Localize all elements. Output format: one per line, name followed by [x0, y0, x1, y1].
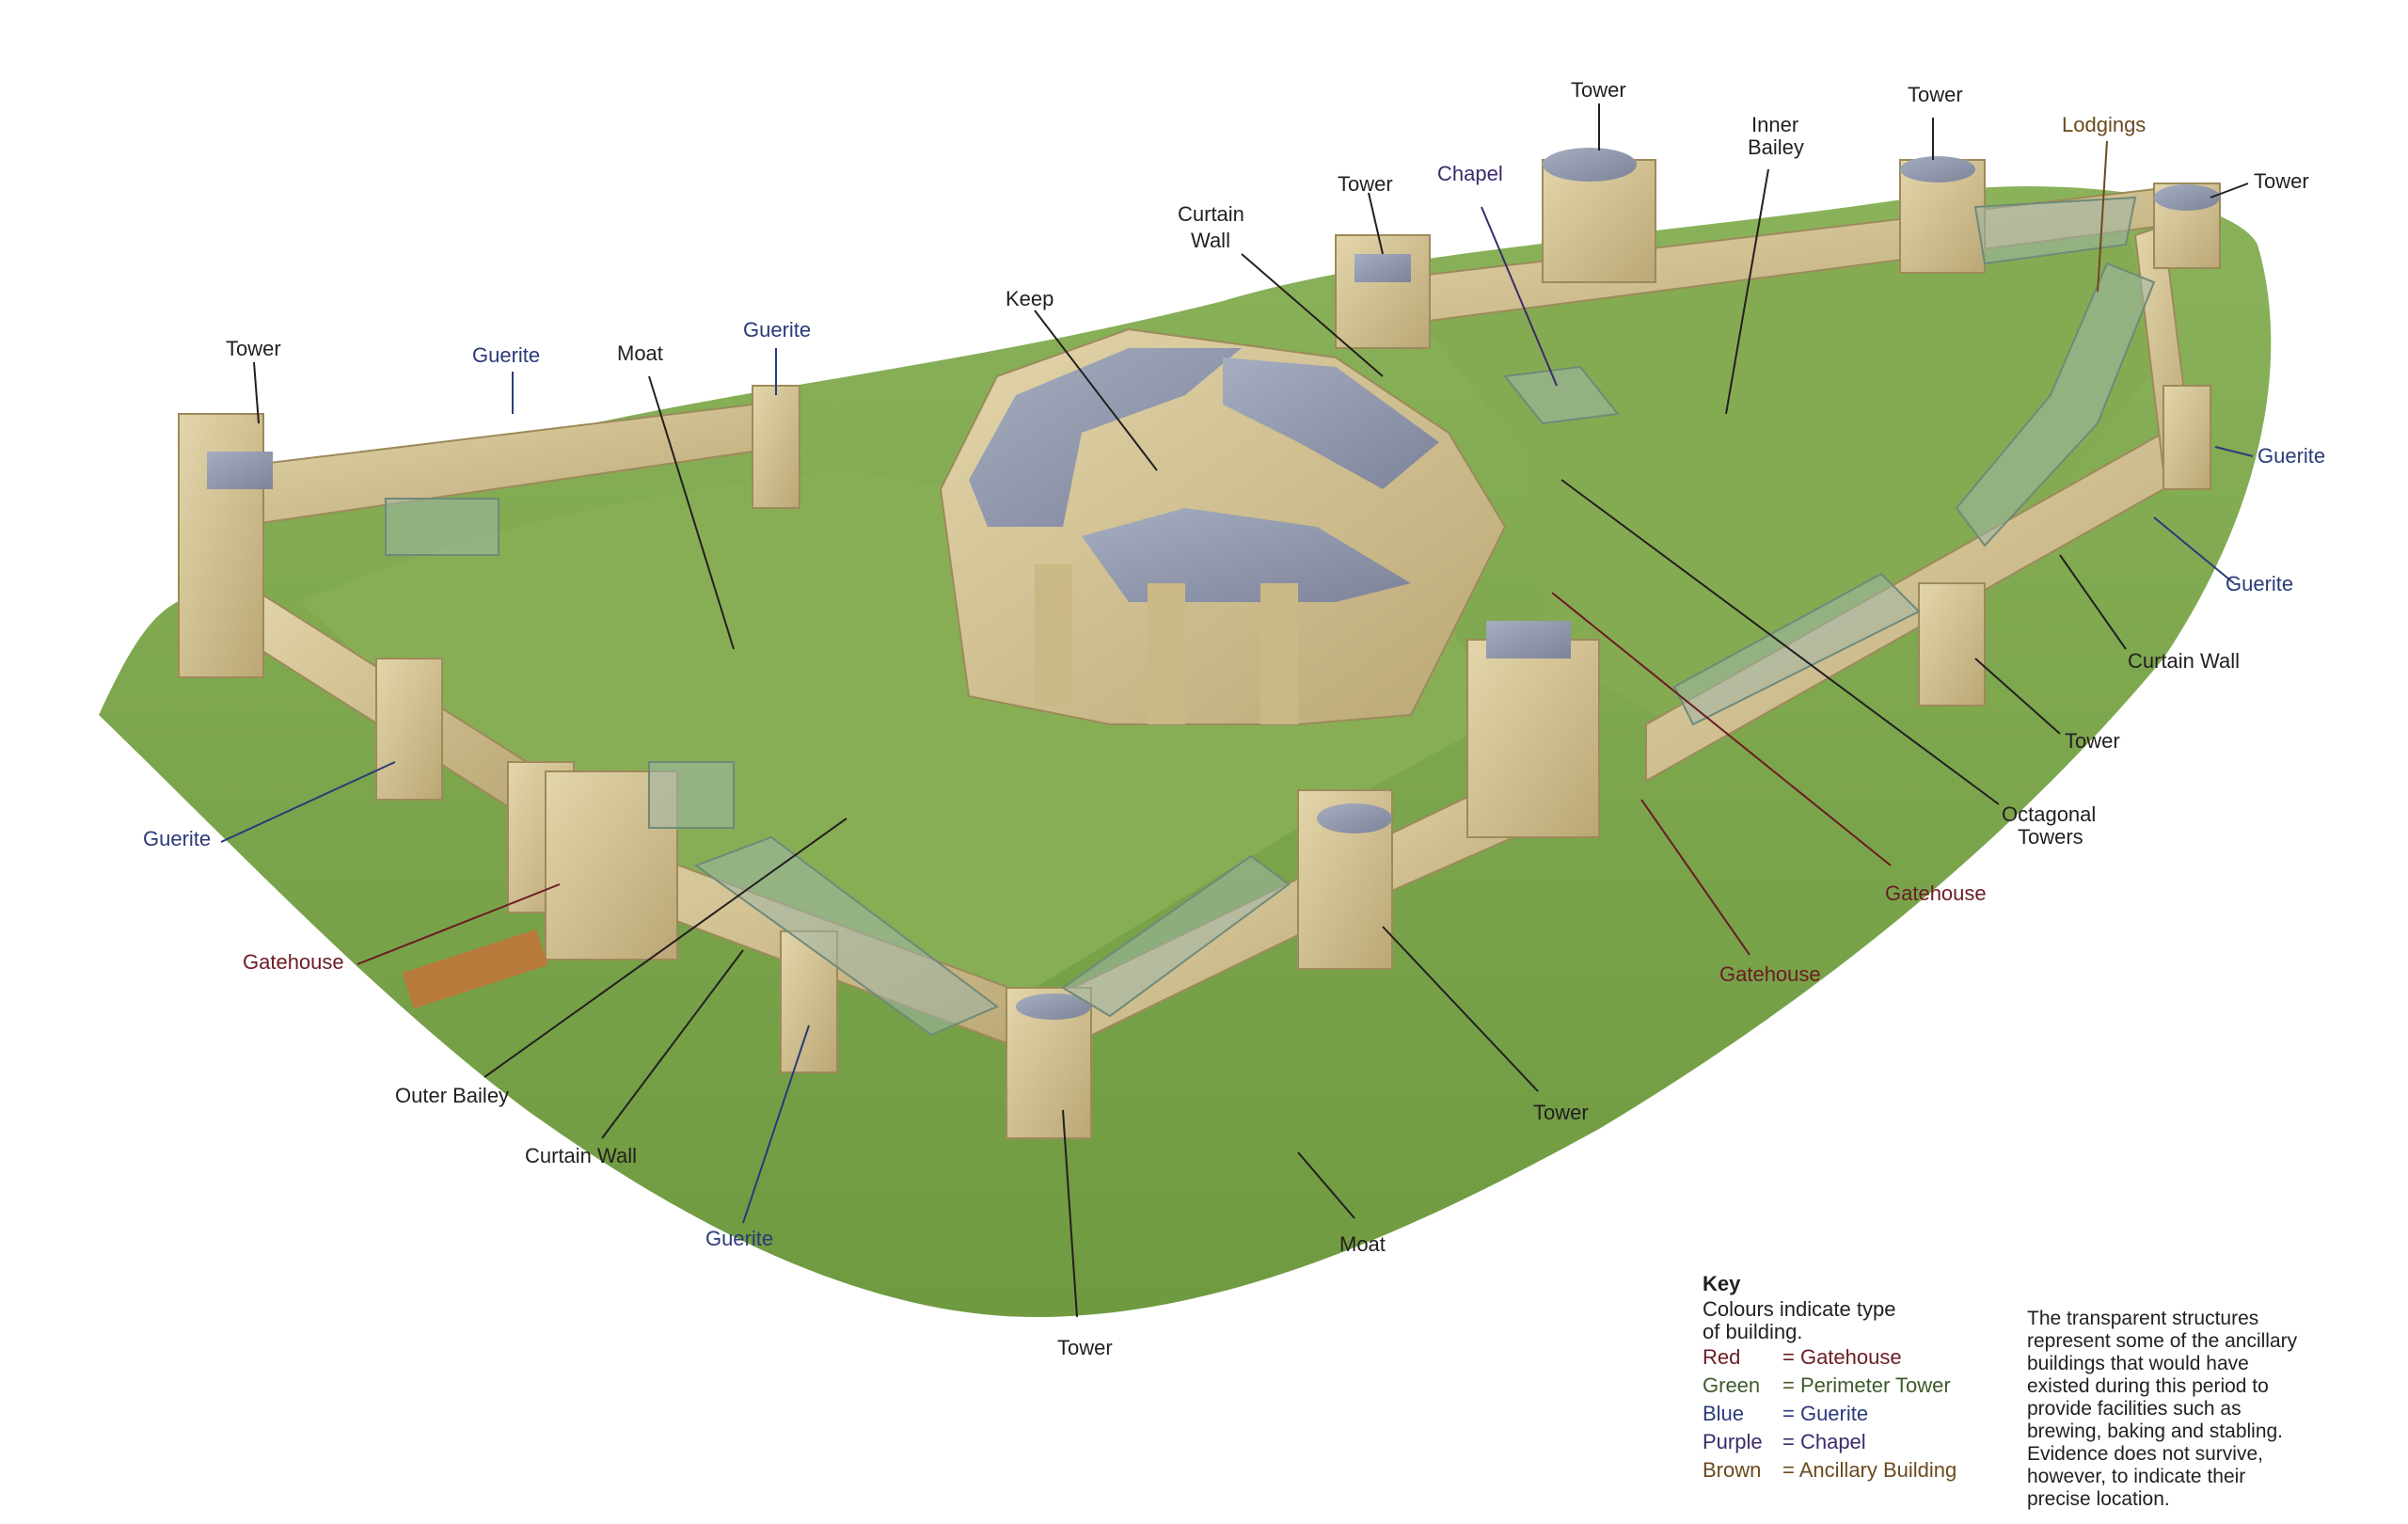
label-curtain-wall: Wall: [1191, 229, 1230, 252]
label-guerite: Guerite: [143, 827, 211, 850]
labels: Tower Guerite Moat Guerite Keep Curtain …: [143, 78, 2325, 1359]
bridge: [402, 929, 548, 1009]
inner-bailey-ground: [1411, 226, 2163, 734]
key-meaning: = Gatehouse: [1782, 1345, 1902, 1369]
keep-building: [939, 327, 1507, 725]
label-tower: Tower: [2065, 729, 2120, 753]
key-color-name: Brown: [1703, 1458, 1762, 1482]
key-color-name: Green: [1703, 1373, 1761, 1397]
label-tower: Tower: [1057, 1336, 1113, 1359]
label-tower: Tower: [1338, 172, 1393, 196]
key-meaning: = Guerite: [1782, 1402, 1869, 1425]
note-line: The transparent structures: [2027, 1308, 2259, 1329]
key-row-red: Red = Gatehouse: [1703, 1343, 2022, 1372]
key-title: Key: [1703, 1272, 1741, 1295]
label-inner-bailey: Bailey: [1748, 135, 1804, 159]
ancillary-buildings: [385, 196, 2156, 1037]
note-line: brewing, baking and stabling.: [2027, 1421, 2284, 1442]
label-tower: Tower: [1571, 78, 1626, 102]
legend-key: Key Colours indicate type of building. R…: [1703, 1270, 2022, 1484]
label-inner-bailey: Inner: [1751, 113, 1798, 136]
label-tower: Tower: [1533, 1101, 1589, 1124]
label-octagonal-towers: Octagonal: [2002, 802, 2096, 826]
leader-lines: [220, 103, 2254, 1318]
label-moat: Moat: [617, 341, 663, 365]
note-line: precise location.: [2027, 1488, 2170, 1510]
tower-roofs: [207, 148, 2220, 1020]
label-chapel: Chapel: [1437, 162, 1503, 185]
label-keep: Keep: [1006, 287, 1054, 310]
label-gatehouse: Gatehouse: [243, 950, 344, 974]
note-line: Evidence does not survive,: [2027, 1443, 2263, 1465]
label-tower: Tower: [1908, 83, 1963, 106]
label-curtain-wall: Curtain Wall: [525, 1144, 637, 1167]
key-color-name: Red: [1703, 1345, 1741, 1369]
label-guerite: Guerite: [743, 318, 811, 341]
label-curtain-wall: Curtain Wall: [2128, 649, 2240, 673]
key-row-green: Green = Perimeter Tower: [1703, 1372, 2022, 1400]
note-line: however, to indicate their: [2027, 1466, 2246, 1487]
key-meaning: = Chapel: [1782, 1430, 1866, 1453]
label-lodgings: Lodgings: [2062, 113, 2146, 136]
label-tower: Tower: [226, 337, 281, 360]
label-guerite: Guerite: [472, 343, 540, 367]
note-line: buildings that would have: [2027, 1353, 2249, 1374]
key-meaning: = Ancillary Building: [1782, 1458, 1957, 1482]
note-line: existed during this period to: [2027, 1375, 2269, 1397]
label-tower: Tower: [2254, 169, 2309, 193]
note-line: provide facilities such as: [2027, 1398, 2242, 1420]
label-octagonal-towers: Towers: [2018, 825, 2083, 849]
key-intro: Colours indicate type: [1703, 1297, 1896, 1321]
key-color-name: Purple: [1703, 1430, 1763, 1453]
label-guerite: Guerite: [2258, 444, 2325, 468]
label-curtain-wall: Curtain: [1178, 202, 1244, 226]
key-intro: of building.: [1703, 1320, 1803, 1343]
label-gatehouse: Gatehouse: [1885, 881, 1987, 905]
label-guerite: Guerite: [2226, 572, 2293, 595]
note-line: represent some of the ancillary: [2027, 1330, 2298, 1352]
key-color-name: Blue: [1703, 1402, 1745, 1425]
key-row-purple: Purple = Chapel: [1703, 1428, 2022, 1456]
key-row-brown: Brown = Ancillary Building: [1703, 1456, 2022, 1484]
label-moat: Moat: [1339, 1232, 1386, 1256]
label-gatehouse: Gatehouse: [1719, 962, 1821, 986]
transparent-structures-note: The transparent structures represent som…: [2027, 1308, 2337, 1511]
key-row-blue: Blue = Guerite: [1703, 1400, 2022, 1428]
key-meaning: = Perimeter Tower: [1782, 1373, 1951, 1397]
label-guerite: Guerite: [705, 1227, 773, 1250]
label-outer-bailey: Outer Bailey: [395, 1084, 509, 1107]
